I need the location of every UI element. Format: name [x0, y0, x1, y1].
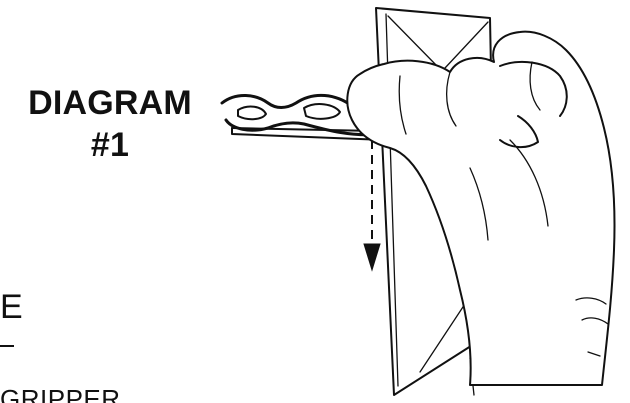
gloved-hand [346, 30, 616, 386]
diagram-title-line1: DIAGRAM [28, 84, 192, 122]
down-arrow [363, 140, 381, 272]
cropped-heading-letter: E [0, 288, 23, 326]
cropped-heading-underline [0, 345, 14, 347]
diagram-title-line2: #1 [90, 126, 130, 164]
diagram-title: DIAGRAM #1 [10, 82, 210, 166]
glove-cuff [575, 297, 609, 357]
cropped-caption-text: GRIPPER [0, 384, 121, 403]
support-bar [231, 127, 387, 141]
